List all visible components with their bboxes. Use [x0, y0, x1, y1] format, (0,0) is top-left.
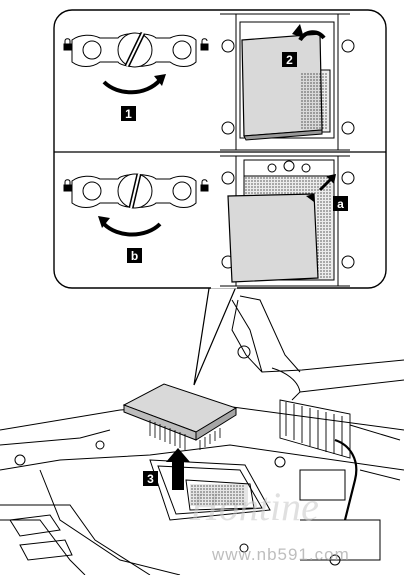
socket-pin-field-bottom-upper: [245, 177, 331, 194]
step-label-2: 2: [282, 52, 297, 67]
step-label-b: b: [127, 248, 142, 263]
socket-pin-field-bottom-side: [317, 195, 331, 278]
watermark-url: www.nb591.com: [211, 545, 350, 564]
watermark: Hontine www.nb591.com: [189, 484, 350, 564]
svg-text:1: 1: [125, 107, 132, 121]
cover-flip-arrow-icon: [292, 24, 326, 42]
step-label-a: a: [333, 196, 348, 211]
svg-text:3: 3: [147, 472, 154, 486]
cam-lock-bottom: [71, 173, 197, 209]
lift-arrow-icon: [166, 448, 190, 490]
watermark-logo: Hontine: [189, 484, 319, 529]
cpu-cover-lifted: [241, 33, 323, 141]
socket-pin-field-base: [191, 485, 244, 505]
heatsink-fins: [279, 399, 351, 459]
unlock-icon-bottom: [200, 179, 209, 192]
svg-text:2: 2: [286, 53, 293, 67]
lock-icon-bottom: [63, 179, 72, 192]
cpu-chip-lifted: [122, 383, 238, 450]
rotate-arrow-icon: [102, 74, 166, 95]
cpu-pins: [149, 420, 221, 450]
step-label-1: 1: [121, 106, 136, 121]
step-label-3: 3: [143, 471, 158, 486]
rotate-back-arrow-icon: [98, 216, 162, 237]
cpu-chip-placed: [227, 193, 319, 283]
cam-lock-top: [71, 31, 197, 68]
svg-text:b: b: [131, 249, 138, 263]
svg-text:a: a: [337, 197, 344, 211]
socket-pin-field-top: [301, 73, 327, 129]
laptop-base-illustration: [0, 295, 404, 575]
insert-arrow-icon: [318, 174, 336, 192]
unlock-icon: [200, 38, 209, 51]
lock-icon: [63, 38, 72, 51]
